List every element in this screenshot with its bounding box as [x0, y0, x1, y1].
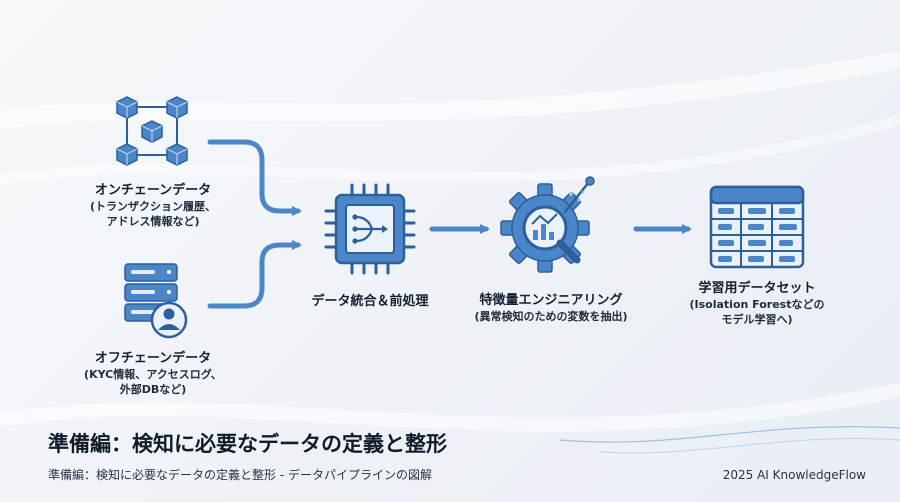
onchain-subtitle-line-2: アドレス情報など) — [106, 215, 200, 228]
data-table-icon — [709, 185, 805, 269]
offchain-title: オフチェーンデータ — [94, 351, 212, 366]
feature-title: 特徴量エンジニアリング — [479, 293, 623, 308]
offchain-subtitle: (KYC情報、アクセスログ、 外部DBなど) — [58, 367, 248, 397]
node-training-dataset: 学習用データセット (Isolation Forestなどの モデル学習へ) — [672, 184, 842, 327]
copyright-credit: 2025 AI KnowledgeFlow — [722, 468, 866, 482]
offchain-subtitle-line-1: (KYC情報、アクセスログ、 — [84, 368, 222, 381]
processor-chip-icon — [324, 183, 416, 275]
node-integration: データ統合＆前処理 — [285, 181, 455, 310]
offchain-subtitle-line-2: 外部DBなど) — [119, 383, 187, 396]
feature-subtitle: (異常検知のための変数を抽出) — [466, 309, 636, 324]
dataset-subtitle-line-2: モデル学習へ) — [721, 313, 793, 326]
dataset-title: 学習用データセット — [698, 281, 816, 296]
blockchain-network-icon — [116, 96, 188, 166]
feature-subtitle-line-1: (異常検知のための変数を抽出) — [474, 310, 628, 323]
gear-analytics-icon — [500, 176, 595, 273]
node-feature-engineering: 特徴量エンジニアリング (異常検知のための変数を抽出) — [466, 174, 636, 324]
onchain-title: オンチェーンデータ — [94, 183, 212, 198]
integration-title: データ統合＆前処理 — [311, 294, 429, 309]
onchain-subtitle-line-1: (トランザクション履歴、 — [89, 200, 217, 213]
slide-title: 準備編：検知に必要なデータの定義と整形 — [48, 432, 447, 456]
server-user-icon — [124, 263, 188, 339]
dataset-subtitle: (Isolation Forestなどの モデル学習へ) — [672, 297, 842, 327]
slide-subtitle: 準備編：検知に必要なデータの定義と整形 - データパイプラインの図解 — [48, 468, 432, 482]
onchain-subtitle: (トランザクション履歴、 アドレス情報など) — [58, 199, 248, 229]
node-onchain-data: オンチェーンデータ (トランザクション履歴、 アドレス情報など) — [58, 94, 248, 229]
dataset-subtitle-line-1: (Isolation Forestなどの — [689, 298, 825, 311]
node-offchain-data: オフチェーンデータ (KYC情報、アクセスログ、 外部DBなど) — [58, 262, 248, 397]
